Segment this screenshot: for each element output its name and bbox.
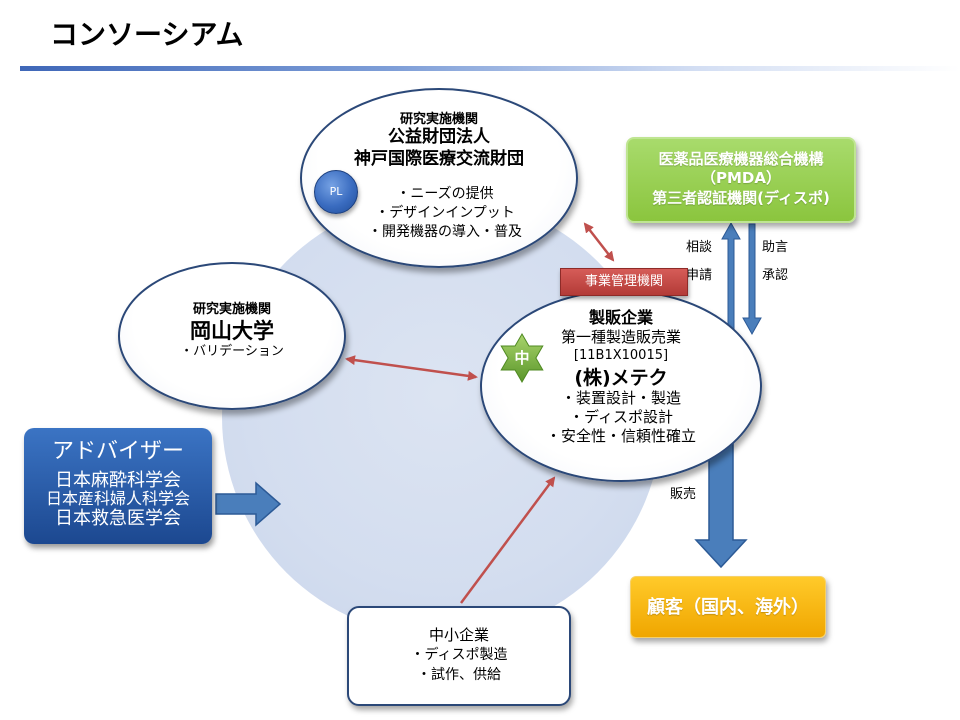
pmda-line: （PMDA） (701, 169, 781, 187)
okayama-university-node: 研究実施機関 岡山大学 ・バリデーション (118, 262, 346, 410)
okayama-items: ・バリデーション (120, 343, 344, 361)
metech-node: 製販企業 第一種製造販売業 [11B1X10015] (株)メテク ・装置設計・… (480, 290, 762, 482)
sme-items: ・ディスポ製造 ・試作、供給 (349, 645, 569, 685)
consult-label: 相談 (686, 240, 713, 255)
okayama-name: 岡山大学 (190, 319, 274, 343)
title-underline (20, 66, 960, 71)
sme-item: ・ディスポ製造 (410, 647, 508, 663)
metech-license-number: [11B1X10015] (573, 348, 669, 363)
metech-item: ・装置設計・製造 (560, 389, 681, 407)
kobe-org-type: 公益財団法人 (388, 127, 490, 147)
advisor-member: 日本麻酔科学会 (55, 470, 181, 491)
sme-metech-arrow (459, 476, 556, 604)
star-label: 中 (514, 349, 529, 367)
customers-node: 顧客（国内、海外） (630, 576, 826, 638)
okayama-item: ・バリデーション (180, 344, 284, 359)
sme-node: 中小企業 ・ディスポ製造 ・試作、供給 (347, 606, 571, 706)
advisor-member: 日本産科婦人科学会 (45, 489, 190, 508)
advice-label: 助言 (762, 240, 789, 255)
advisor-member: 日本救急医学会 (55, 508, 181, 529)
project-management-tag: 事業管理機関 (560, 268, 688, 296)
approval-label: 承認 (762, 268, 789, 283)
kobe-role: 研究実施機関 (399, 112, 478, 127)
pmda-node: 医薬品医療機器総合機構 （PMDA） 第三者認証機関(ディスポ) (626, 137, 856, 223)
metech-item: ・安全性・信頼性確立 (545, 427, 696, 445)
customers-label: 顧客（国内、海外） (647, 597, 809, 618)
pmda-line: 医薬品医療機器総合機構 (658, 150, 824, 168)
advisors-node: アドバイザー 日本麻酔科学会 日本産科婦人科学会 日本救急医学会 (24, 428, 212, 544)
sme-item: ・試作、供給 (417, 667, 501, 683)
sales-label: 販売 (670, 487, 697, 502)
advisors-title: アドバイザー (51, 439, 184, 464)
sme-name: 中小企業 (428, 626, 489, 644)
advisor-right-arrow (215, 481, 282, 527)
advice-approval-down-arrow (742, 223, 762, 336)
kobe-item: ・ニーズの提供 (396, 186, 494, 202)
slide-title: コンソーシアム (50, 18, 244, 51)
pmda-line: 第三者認証機関(ディスポ) (652, 189, 830, 207)
metech-role: 製販企業 (588, 308, 653, 327)
sales-down-arrow (694, 439, 748, 569)
consult-apply-up-arrow (721, 221, 741, 335)
metech-items: ・装置設計・製造 ・ディスポ設計 ・安全性・信頼性確立 (482, 389, 760, 446)
apply-label: 申請 (686, 268, 713, 283)
metech-name: (株)メテク (574, 367, 668, 389)
okayama-role: 研究実施機関 (192, 302, 271, 317)
kobe-item: ・デザインインプット (375, 205, 515, 221)
kobe-items: ・ニーズの提供 ・デザインインプット ・開発機器の導入・普及 (302, 185, 576, 242)
okayama-metech-double-arrow (345, 355, 478, 381)
kobe-item: ・開発機器の導入・普及 (368, 224, 522, 240)
star-badge-icon: 中 (500, 333, 544, 383)
metech-license: 第一種製造販売業 (560, 328, 681, 346)
kobe-name: 神戸国際医療交流財団 (354, 149, 524, 169)
pl-badge: PL (314, 170, 358, 214)
star-shape (500, 333, 544, 383)
kobe-metech-double-arrow (583, 222, 615, 262)
metech-item: ・ディスポ設計 (569, 408, 673, 426)
